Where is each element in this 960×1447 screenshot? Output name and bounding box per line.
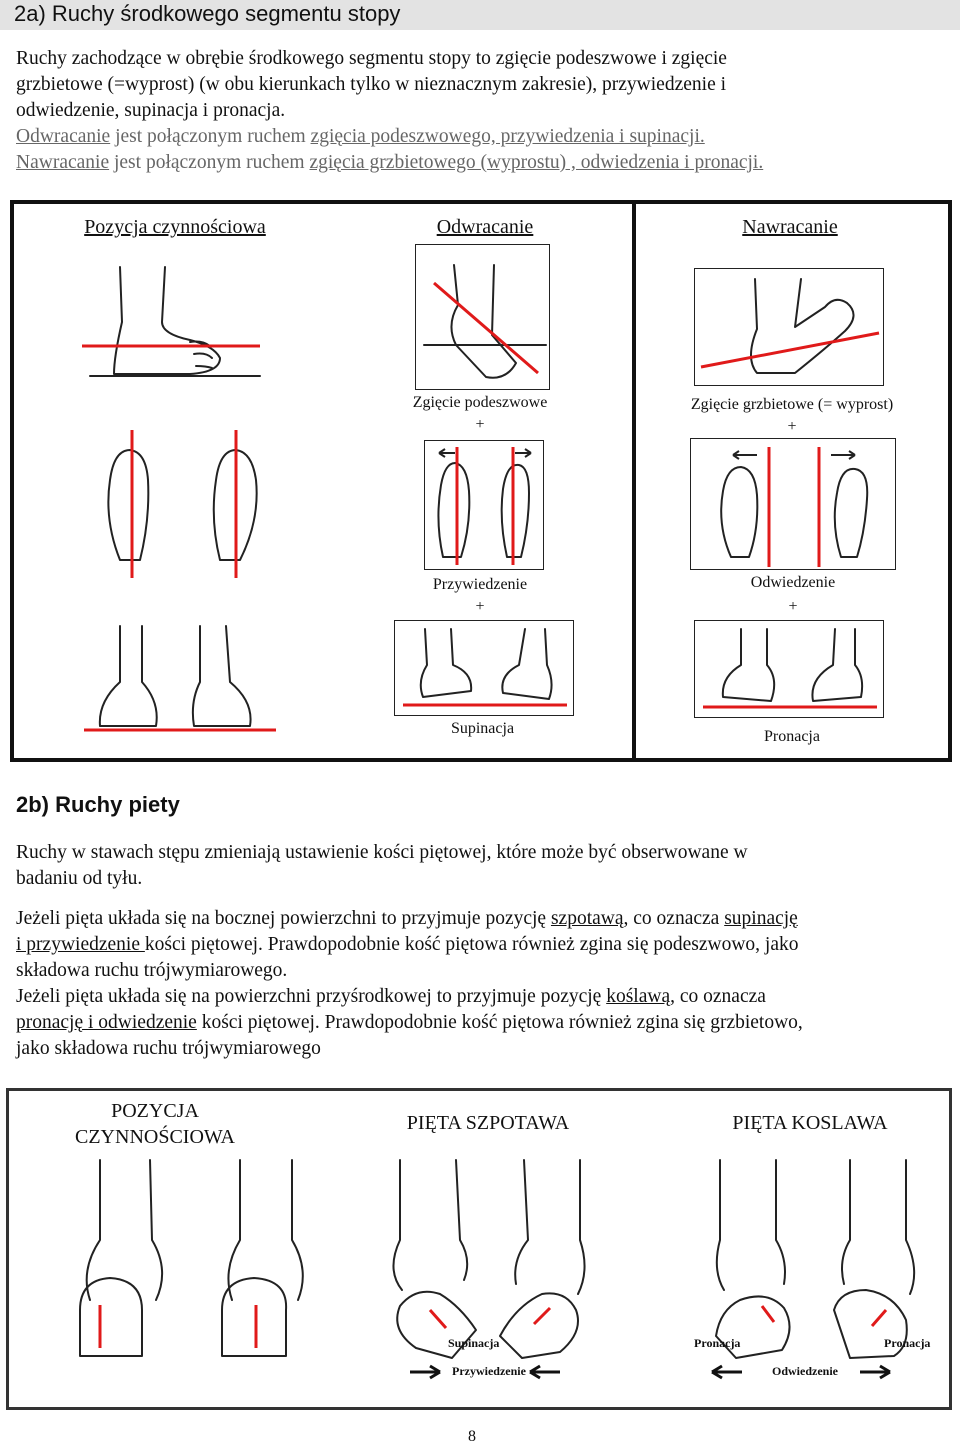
plus-sign: + xyxy=(787,418,797,435)
page-number: 8 xyxy=(468,1428,476,1445)
panel-plantar-flexion xyxy=(415,244,550,390)
section-a-title: 2a) Ruchy środkowego segmentu stopy xyxy=(0,0,960,30)
text-line: Jeżeli pięta układa się na powierzchni p… xyxy=(16,986,766,1007)
panel-adduction xyxy=(424,440,544,570)
label-heel-abduction: Odwiedzenie xyxy=(772,1364,838,1378)
panel-dorsal-flexion xyxy=(694,268,884,386)
section-b-intro: Ruchy w stawach stępu zmieniają ustawien… xyxy=(16,840,748,892)
label-pronation: Pronacja xyxy=(764,728,820,745)
text-line: Jeżeli pięta układa się na bocznej powie… xyxy=(16,908,798,929)
label-adduction: Przywiedzenie xyxy=(432,576,528,593)
label-heel-adduction: Przywiedzenie xyxy=(452,1364,526,1378)
text-line: jako składowa ruchu trójwymiarowego xyxy=(16,1038,321,1059)
section-a-paragraph: Ruchy zachodzące w obrębie środkowego se… xyxy=(16,46,763,176)
text-line: i przywiedzenie kości piętowej. Prawdopo… xyxy=(16,934,799,955)
divider xyxy=(632,204,636,758)
panel-supination xyxy=(394,620,574,716)
figure-foot-movements xyxy=(10,200,952,762)
column-heading-functional-heel: POZYCJA CZYNNOŚCIOWA xyxy=(75,1100,235,1148)
column-heading-valgus: PIĘTA KOSLAWA xyxy=(732,1112,888,1134)
column-heading-inversion: Odwracanie xyxy=(436,216,534,238)
text-line: pronację i odwiedzenie kości piętowej. P… xyxy=(16,1012,803,1033)
panel-pronation xyxy=(694,620,884,718)
plus-sign: + xyxy=(475,598,485,615)
section-b-paragraph: Jeżeli pięta układa się na bocznej powie… xyxy=(16,906,803,1062)
label-heel-pronation-right: Pronacja xyxy=(884,1336,931,1350)
section-b-title: 2b) Ruchy piety xyxy=(16,792,180,817)
figure-heel-movements xyxy=(6,1088,952,1410)
column-heading-varus: PIĘTA SZPOTAWA xyxy=(406,1112,570,1134)
panel-abduction xyxy=(690,438,896,570)
heels-rear-view xyxy=(79,1159,916,1380)
text-line: składowa ruchu trójwymiarowego. xyxy=(16,960,288,981)
label-heel-supination: Supinacja xyxy=(448,1336,500,1350)
foot-side-view-neutral xyxy=(82,266,261,377)
odwracanie-term: Odwracanie xyxy=(16,126,111,147)
label-dorsal-flexion: Zgięcie grzbietowe (= wyprost) xyxy=(690,396,894,413)
label-heel-pronation-left: Pronacja xyxy=(694,1336,741,1350)
column-heading-eversion: Nawracanie xyxy=(742,216,838,238)
feet-front-view-neutral xyxy=(84,625,276,732)
nawracanie-term: Nawracanie xyxy=(16,152,110,173)
plus-sign: + xyxy=(788,598,798,615)
text-line: grzbietowe (=wyprost) (w obu kierunkach … xyxy=(16,74,727,95)
label-abduction: Odwiedzenie xyxy=(750,574,836,591)
label-supination: Supinacja xyxy=(450,720,515,737)
text-line: Ruchy zachodzące w obrębie środkowego se… xyxy=(16,48,727,69)
text-line: Odwracanie jest połączonym ruchem zgięci… xyxy=(16,126,705,147)
text-line: odwiedzenie, supinacja i pronacja. xyxy=(16,100,286,121)
feet-top-view-neutral xyxy=(107,430,258,578)
plus-sign: + xyxy=(475,416,485,433)
label-plantar-flexion: Zgięcie podeszwowe xyxy=(412,394,548,411)
text-line: badaniu od tyłu. xyxy=(16,868,143,889)
text-line: Ruchy w stawach stępu zmieniają ustawien… xyxy=(16,842,748,863)
text-line: Nawracanie jest połączonym ruchem zgięci… xyxy=(16,152,764,173)
column-heading-functional: Pozycja czynnościowa xyxy=(84,216,266,238)
